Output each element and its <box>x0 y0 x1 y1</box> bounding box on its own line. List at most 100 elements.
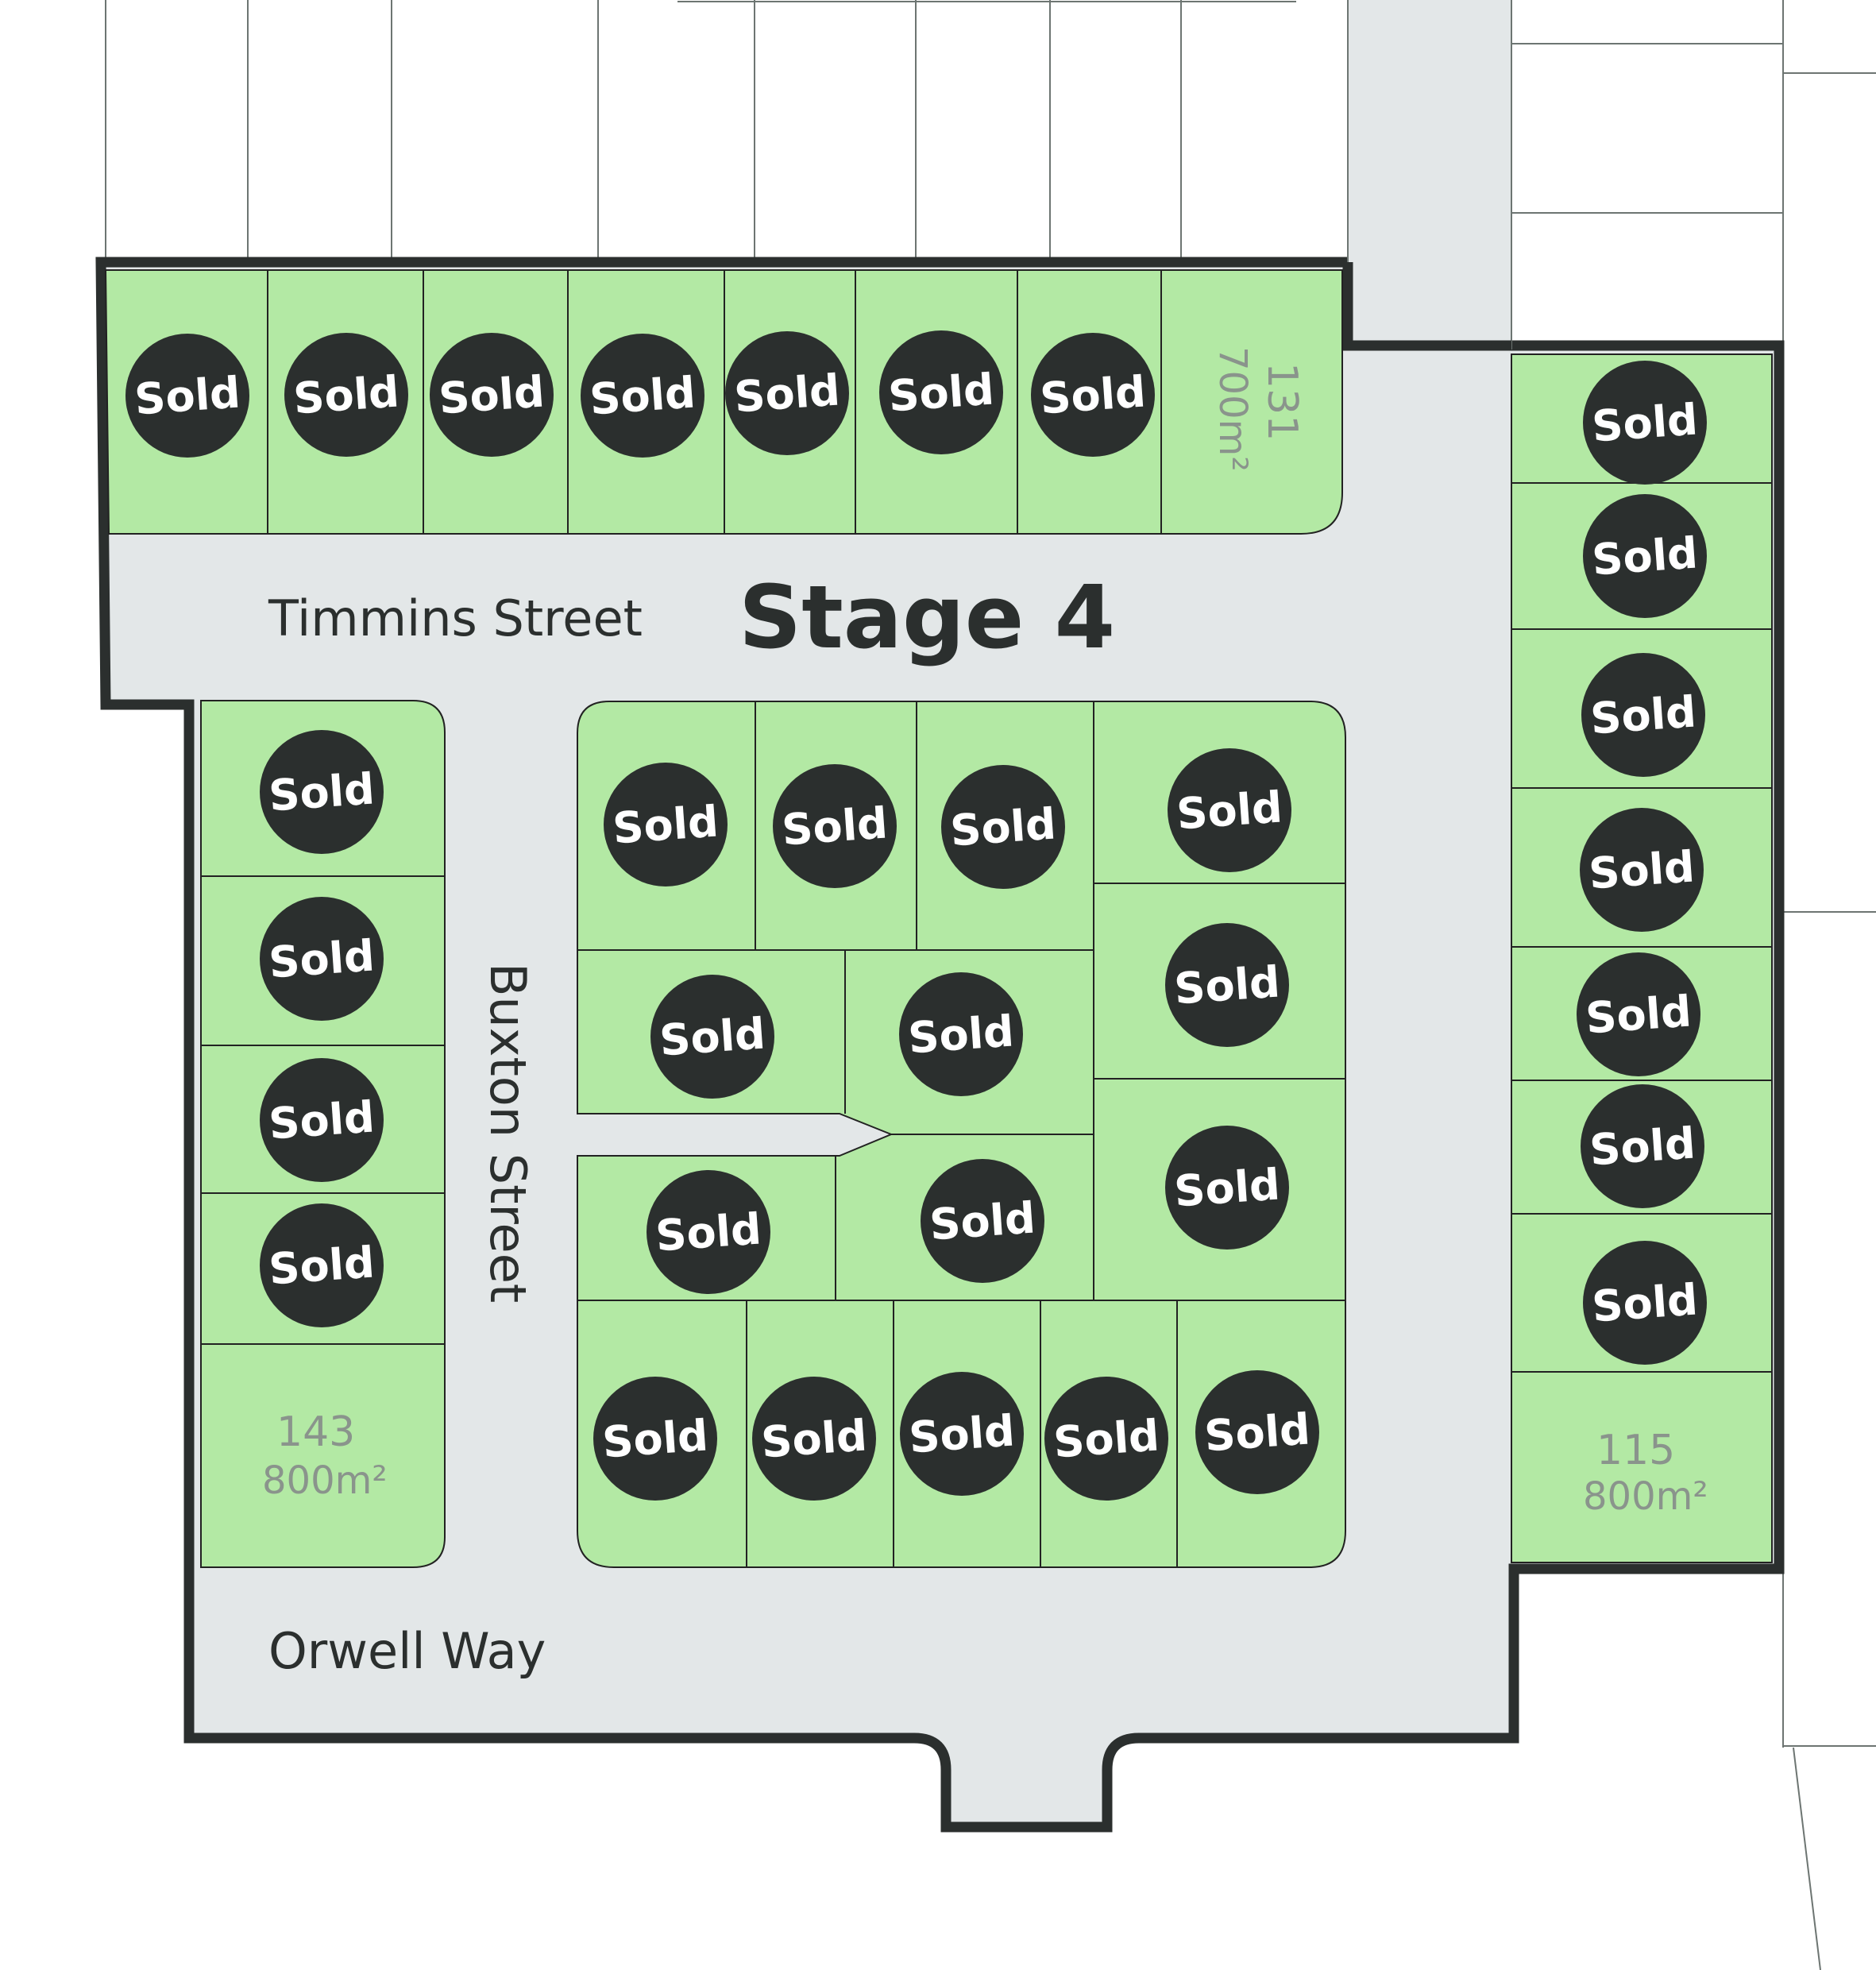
sold-badge-label: Sold <box>611 796 720 853</box>
sold-badge: Sold <box>725 331 849 455</box>
lot-number: 115 <box>1596 1427 1675 1474</box>
sold-badge-label: Sold <box>600 1410 709 1467</box>
sold-badge: Sold <box>921 1159 1044 1283</box>
street-label-buxton: Buxton Street <box>479 963 537 1303</box>
sold-badge: Sold <box>1168 748 1291 872</box>
sold-badge-label: Sold <box>1172 956 1281 1014</box>
sold-badge-label: Sold <box>437 366 546 423</box>
sold-badge: Sold <box>284 333 408 457</box>
sold-badge-circle <box>260 897 384 1021</box>
sold-badge: Sold <box>900 1372 1024 1496</box>
sold-badge-label: Sold <box>1590 1274 1699 1331</box>
sold-badge-circle <box>1165 1126 1289 1250</box>
sold-badge-label: Sold <box>1584 986 1693 1043</box>
sold-badge: Sold <box>1583 1241 1707 1365</box>
sold-badge-label: Sold <box>906 1006 1015 1063</box>
sold-badge-circle <box>581 334 704 458</box>
available-lot-131[interactable]: 131 700m² <box>1210 346 1306 472</box>
sold-badge: Sold <box>260 730 384 854</box>
sold-badge-circle <box>650 975 774 1099</box>
sold-badge-circle <box>752 1377 876 1501</box>
sold-badge-circle <box>1195 1370 1319 1494</box>
sold-badge-label: Sold <box>1587 841 1696 898</box>
sold-badge: Sold <box>1165 1126 1289 1250</box>
sold-badge-label: Sold <box>658 1008 766 1065</box>
sold-badge-circle <box>260 1058 384 1182</box>
sold-badge-label: Sold <box>267 1091 376 1149</box>
sold-badge-circle <box>1044 1377 1168 1501</box>
sold-badge-circle <box>899 972 1023 1096</box>
sold-badge-label: Sold <box>948 798 1057 856</box>
sold-badge-label: Sold <box>1202 1404 1311 1461</box>
sold-badge-label: Sold <box>907 1405 1016 1462</box>
sold-badge-circle <box>1581 1084 1704 1208</box>
sold-badge: Sold <box>1195 1370 1319 1494</box>
lot-area: 800m² <box>1583 1474 1708 1519</box>
sold-badge: Sold <box>604 763 728 886</box>
sold-badge-circle <box>879 330 1003 454</box>
sold-badge: Sold <box>647 1170 770 1294</box>
available-lot-143[interactable]: 143 800m² <box>262 1408 388 1503</box>
sold-badge: Sold <box>1583 494 1707 618</box>
sold-badge-circle <box>725 331 849 455</box>
sold-badge: Sold <box>1583 361 1707 485</box>
sold-badge-label: Sold <box>886 364 995 421</box>
street-label-orwell: Orwell Way <box>268 1622 546 1680</box>
sold-badge: Sold <box>581 334 704 458</box>
sold-badge-label: Sold <box>267 1237 376 1294</box>
sold-badge-label: Sold <box>1038 366 1147 423</box>
road-north-connector <box>1348 0 1511 350</box>
sold-badge: Sold <box>1577 952 1700 1076</box>
sold-badge: Sold <box>1581 653 1705 777</box>
sold-badge-label: Sold <box>1590 527 1699 585</box>
sold-badge-label: Sold <box>267 930 376 987</box>
sold-badge-label: Sold <box>1590 394 1699 451</box>
sold-badge-circle <box>260 730 384 854</box>
sold-badge-circle <box>1581 653 1705 777</box>
sold-badge: Sold <box>941 765 1065 889</box>
available-lot-115[interactable]: 115 800m² <box>1583 1427 1708 1519</box>
sold-badge-circle <box>430 333 554 457</box>
sold-badge: Sold <box>1031 333 1155 457</box>
sold-badge-circle <box>773 764 897 888</box>
sold-badge-label: Sold <box>133 367 241 424</box>
sold-badge-circle <box>284 333 408 457</box>
sold-badge: Sold <box>260 897 384 1021</box>
sold-badge-label: Sold <box>732 365 841 422</box>
sold-badge-label: Sold <box>928 1192 1036 1250</box>
sold-badge-circle <box>604 763 728 886</box>
sold-badge: Sold <box>899 972 1023 1096</box>
sold-badge: Sold <box>752 1377 876 1501</box>
lot-area: 800m² <box>262 1458 388 1503</box>
sold-badge-circle <box>1583 494 1707 618</box>
sold-badge: Sold <box>773 764 897 888</box>
sold-badge-circle <box>125 334 249 458</box>
sold-badge: Sold <box>1580 808 1704 932</box>
sold-badge-circle <box>1580 808 1704 932</box>
street-label-timmins: Timmins Street <box>268 589 643 647</box>
sold-badge-label: Sold <box>1052 1410 1160 1467</box>
lot-number: 143 <box>276 1408 355 1456</box>
sold-badge-circle <box>1168 748 1291 872</box>
sold-badge-circle <box>593 1377 717 1501</box>
stage-title: Stage 4 <box>739 566 1115 668</box>
sold-badge-circle <box>1165 923 1289 1047</box>
sold-badge-circle <box>941 765 1065 889</box>
sold-badge-label: Sold <box>1172 1159 1281 1216</box>
sold-badge: Sold <box>125 334 249 458</box>
sold-badge-circle <box>647 1170 770 1294</box>
sold-badge: Sold <box>1044 1377 1168 1501</box>
sold-badge-circle <box>1583 361 1707 485</box>
sold-badge: Sold <box>430 333 554 457</box>
sold-badge-label: Sold <box>588 367 697 424</box>
sold-badge: Sold <box>593 1377 717 1501</box>
lot-number: 131 <box>1258 362 1306 441</box>
lot-area: 700m² <box>1210 346 1255 472</box>
sold-badge: Sold <box>1165 923 1289 1047</box>
sold-badge-label: Sold <box>1588 686 1697 744</box>
sold-badge-circle <box>260 1203 384 1327</box>
sold-badge-label: Sold <box>291 366 400 423</box>
sold-badge-label: Sold <box>759 1410 868 1467</box>
sold-badge: Sold <box>260 1203 384 1327</box>
